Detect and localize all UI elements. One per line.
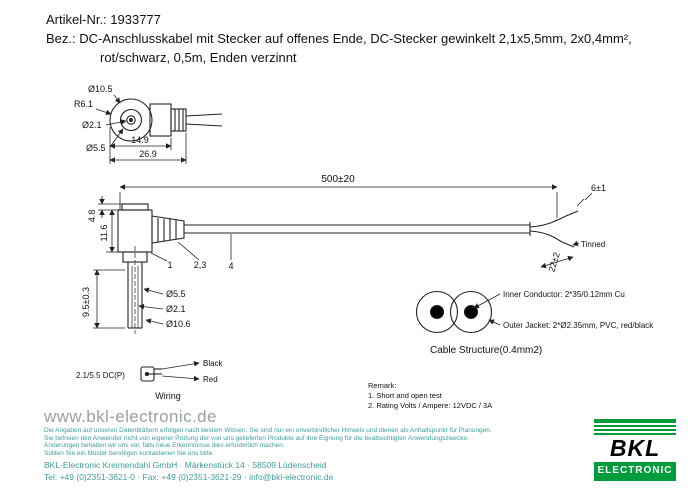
dim-main-dia-barrel: Ø5.5 (166, 289, 186, 299)
technical-drawing: Ø10.5 R6.1 Ø2.1 Ø5.5 14.9 26.9 (74, 84, 654, 410)
remark-line1: 1. Short and open test (368, 391, 443, 400)
dim-dia-outer: Ø10.5 (88, 84, 113, 94)
dim-body-height: 11.6 (99, 225, 109, 242)
dim-main-dia-pin: Ø2.1 (166, 304, 186, 314)
dim-barrel-length: 9.5±0.3 (81, 287, 91, 317)
cable-structure-caption: Cable Structure(0.4mm2) (430, 345, 542, 356)
footer-disclaimer: Die Angaben auf unseren Datenblättern er… (44, 427, 584, 457)
logo-stripes-decoration (594, 421, 676, 435)
document-header: Artikel-Nr.: 1933777 Bez.: DC-Anschlussk… (46, 10, 632, 67)
wire-red-label: Red (203, 375, 218, 384)
dim-radius: R6.1 (74, 99, 93, 109)
disclaimer-line2: Sie befreien den Anwender nicht von eige… (44, 434, 469, 442)
outer-jacket-label: Outer Jacket: 2*Ø2.35mm, PVC, red/black (503, 321, 654, 330)
description-line2: rot/schwarz, 0,5m, Enden verzinnt (100, 50, 297, 65)
connector-front-view (109, 98, 223, 142)
dim-tinned-length: 22±2 (546, 251, 561, 273)
logo-bkl-text: BKL (594, 435, 676, 462)
website-text: www.bkl-electronic.de (44, 407, 217, 426)
logo-electronic-text: ELECTRONIC (597, 465, 673, 476)
cross-section-leaders (473, 293, 501, 326)
remark-title: Remark: (368, 381, 396, 390)
main-dimension-lines (93, 184, 593, 329)
disclaimer-line3: Änderungen behalten wir uns vor, falls n… (44, 442, 285, 450)
wiring-leads (161, 361, 200, 382)
cable-cross-section (415, 290, 493, 334)
dim-dia-barrel: Ø5.5 (86, 143, 106, 153)
detail-dimension-lines (95, 94, 187, 164)
dim-dia-pin: Ø2.1 (82, 120, 102, 130)
wire-black-label: Black (203, 359, 224, 368)
dim-len-body: 14.9 (131, 135, 149, 145)
disclaimer-line4: Sollten Sie ein Muster benötigen kontakt… (44, 449, 215, 457)
callout-1: 1 (167, 260, 172, 270)
callout-2-3: 2,3 (194, 260, 207, 270)
company-contact: Tel: +49 (0)2351-3621-0 · Fax: +49 (0)23… (44, 472, 334, 482)
wiring-symbol (140, 366, 162, 382)
tinned-label: Tinned (581, 240, 605, 249)
company-address: BKL-Electronic Kreimendahl GmbH · Märken… (44, 460, 327, 470)
cable-assembly-drawing (117, 203, 579, 334)
wiring-caption: Wiring (155, 391, 181, 401)
disclaimer-line1: Die Angaben auf unseren Datenblättern er… (44, 427, 492, 434)
description-line1: Bez.: DC-Anschlusskabel mit Stecker auf … (46, 31, 632, 46)
article-number: Artikel-Nr.: 1933777 (46, 12, 161, 27)
dim-cable-length: 500±20 (321, 174, 355, 185)
bkl-logo: BKL ELECTRONIC (594, 419, 676, 481)
remark-line2: 2. Rating Volts / Ampere: 12VDC / 3A (368, 401, 492, 410)
dim-len-total: 26.9 (139, 149, 157, 159)
dim-top-height: 4.8 (87, 210, 97, 223)
dim-main-dia-body: Ø10.6 (166, 319, 191, 329)
dim-strip-length: 6±1 (591, 183, 606, 193)
wiring-plug-label: 2.1/5.5 DC(P) (76, 371, 125, 380)
inner-conductor-label: Inner Conductor: 2*35/0.12mm Cu (503, 290, 625, 299)
callout-4: 4 (228, 261, 233, 271)
